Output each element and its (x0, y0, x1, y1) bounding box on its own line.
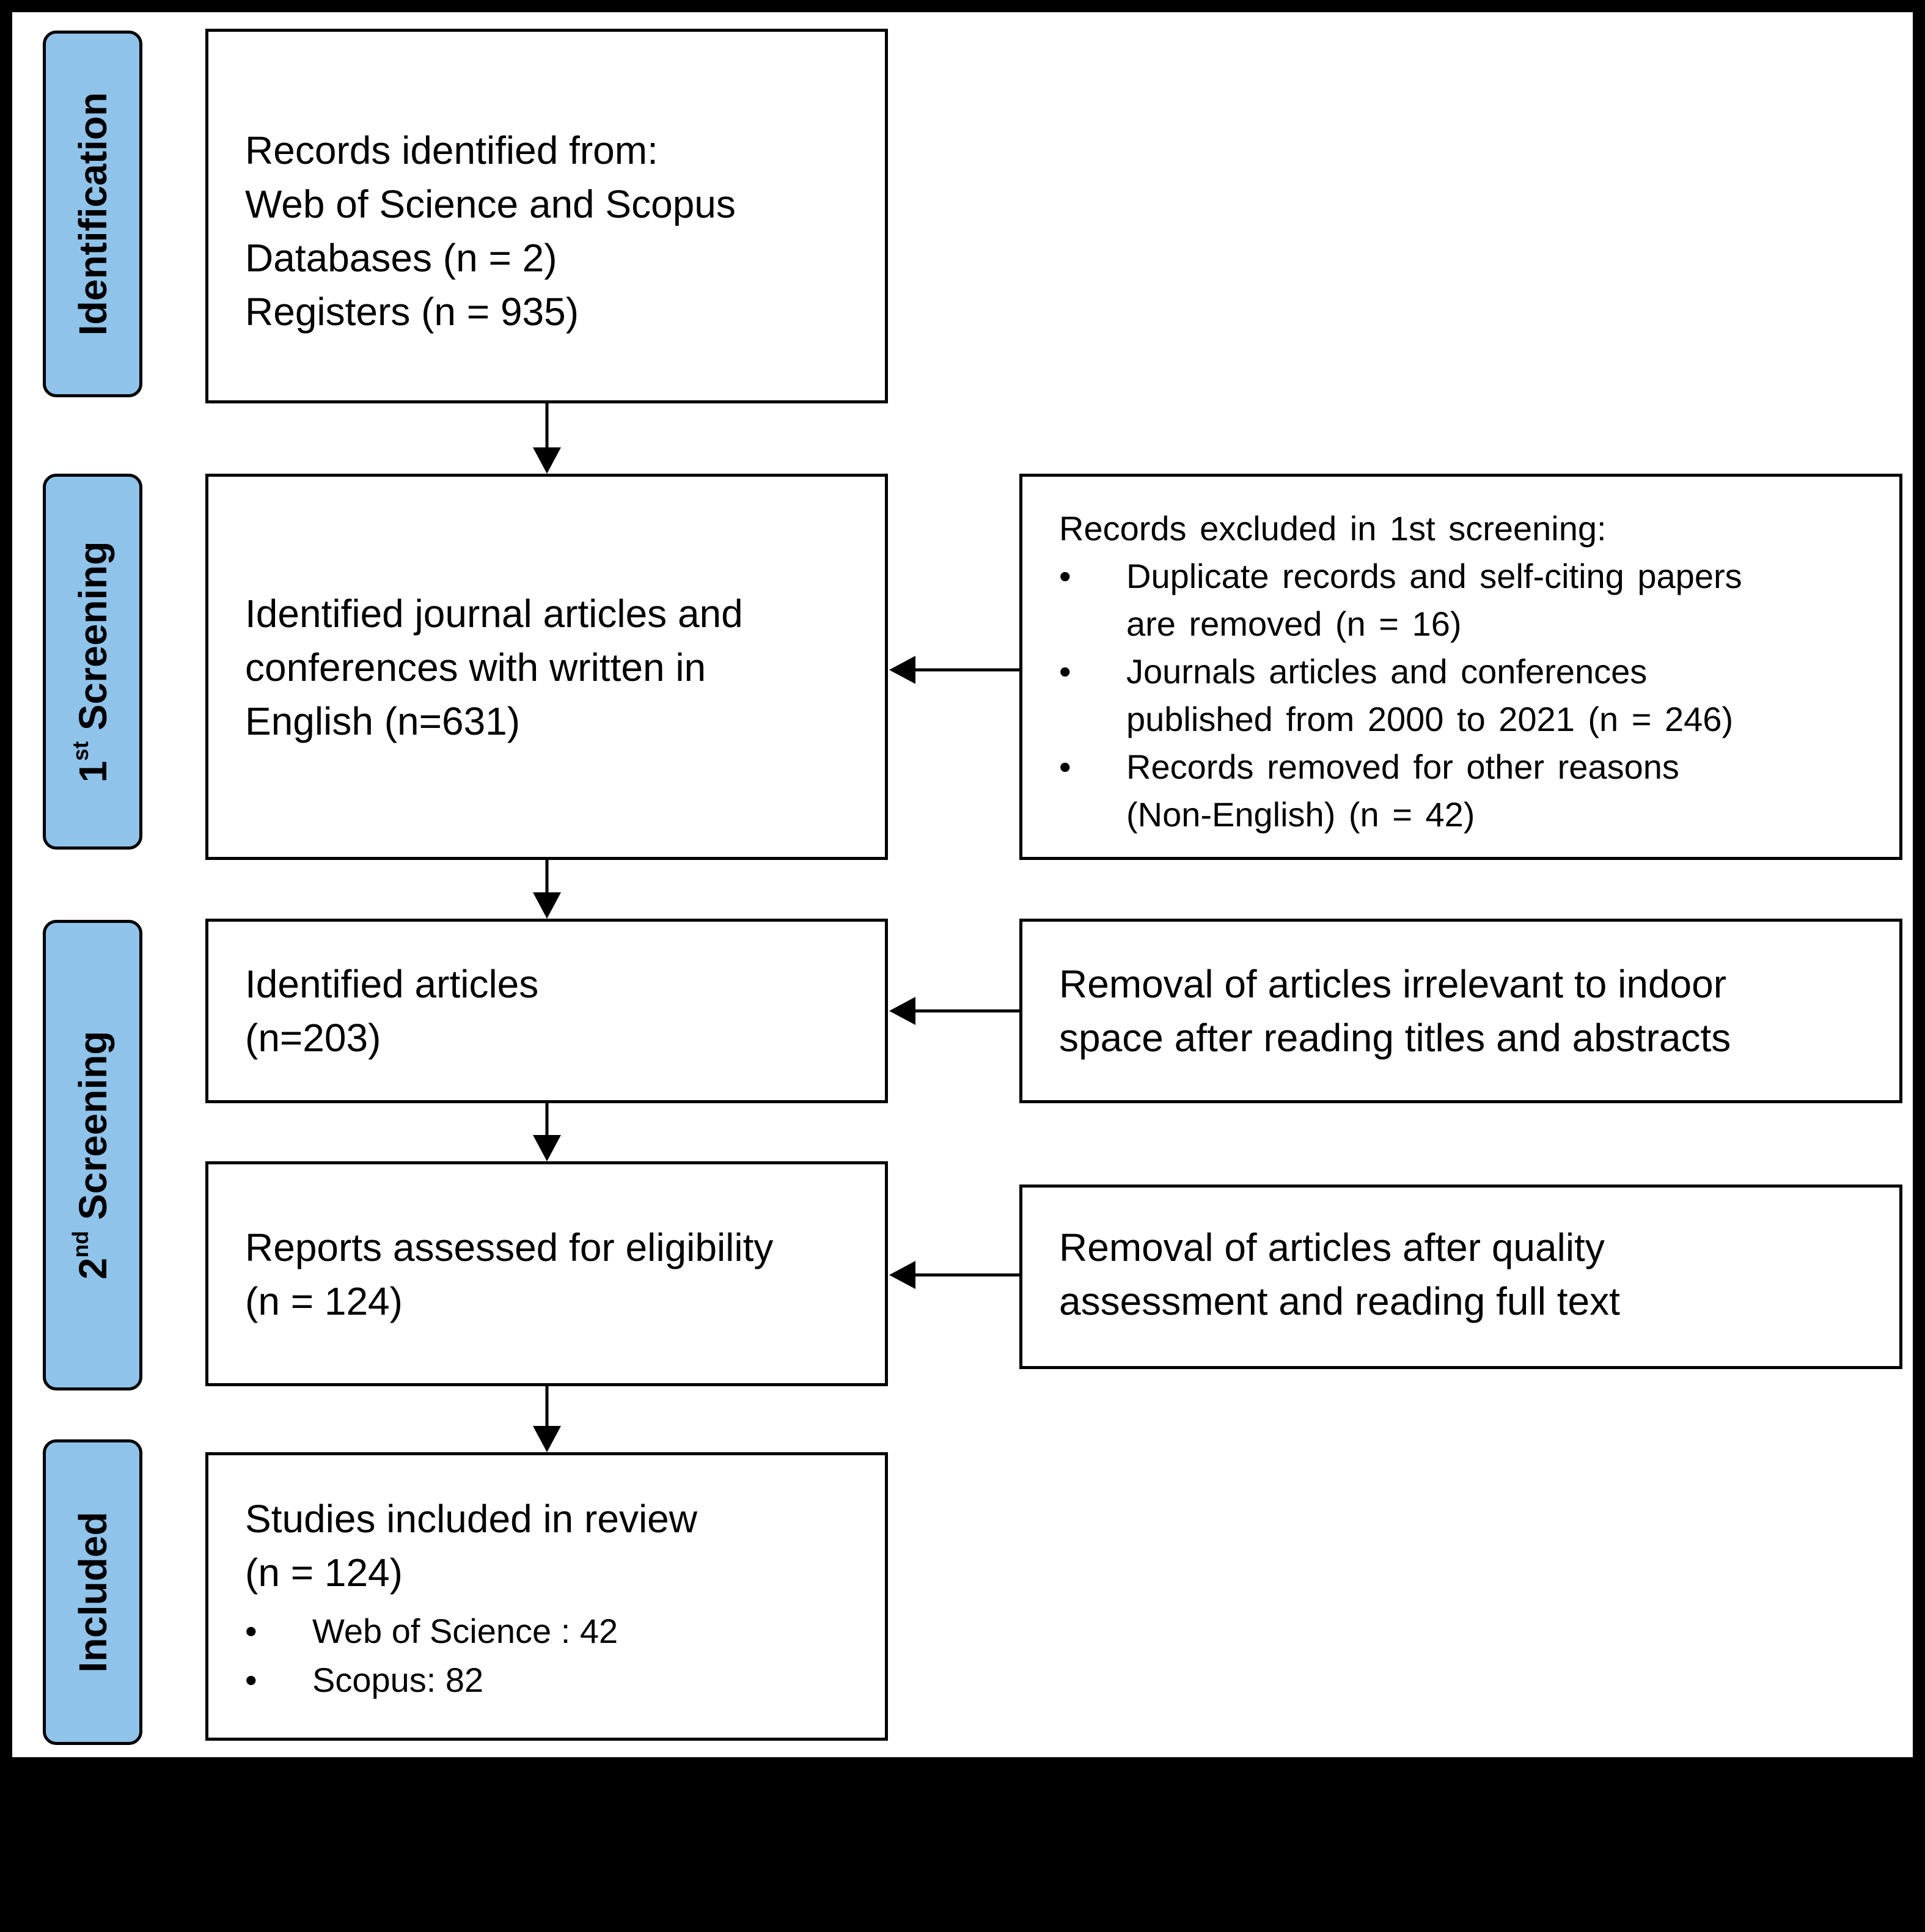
identification-line: Web of Science and Scopus (245, 182, 736, 226)
exclusion-item: • Journals articles and conferences publ… (1059, 648, 1742, 743)
included-source-list: • Web of Science : 42 • Scopus: 82 (245, 1607, 618, 1705)
stage-second-screening: 2nd Screening (43, 920, 142, 1390)
stage-label-included: Included (70, 1511, 115, 1673)
arrow-left-exclusion-titles-abstracts (889, 997, 1019, 1025)
exclusion-full-text-text: Removal of articles after quality assess… (1059, 1221, 1620, 1328)
exclusion-full-text-box: Removal of articles after quality assess… (1019, 1185, 1902, 1369)
identified-articles-line: Identified articles (245, 962, 539, 1006)
included-source-label: Scopus: 82 (312, 1661, 484, 1699)
identification-text: Records identified from: Web of Science … (245, 123, 736, 339)
bullet-icon: • (1059, 747, 1071, 786)
arrow-left-exclusion-full-text (889, 1261, 1019, 1289)
identification-box: Records identified from: Web of Science … (205, 29, 888, 403)
exclusion-item: • Records removed for other reasons (Non… (1059, 743, 1742, 839)
first-screening-line: English (n=631) (245, 699, 521, 743)
identified-articles-box: Identified articles (n=203) (205, 919, 888, 1103)
included-source-item: • Scopus: 82 (245, 1656, 618, 1705)
identification-line: Registers (n = 935) (245, 290, 579, 334)
exclusion-titles-abstracts-line: space after reading titles and abstracts (1059, 1016, 1731, 1060)
bullet-icon: • (245, 1661, 257, 1699)
exclusion-titles-abstracts-text: Removal of articles irrelevant to indoor… (1059, 957, 1731, 1065)
exclusion-item-line: Records removed for other reasons (1126, 747, 1679, 786)
exclusion-first-screening-box: Records excluded in 1st screening: • Dup… (1019, 474, 1902, 860)
first-screening-line: conferences with written in (245, 645, 706, 689)
eligibility-line: Reports assessed for eligibility (245, 1225, 774, 1269)
included-text: Studies included in review (n = 124) (245, 1492, 697, 1600)
identified-articles-line: (n=203) (245, 1016, 381, 1060)
stage-label-second-screening: 2nd Screening (67, 1030, 115, 1280)
exclusion-first-screening-list: • Duplicate records and self-citing pape… (1059, 553, 1742, 839)
exclusion-item-line: Duplicate records and self-citing papers (1126, 557, 1742, 595)
exclusion-titles-abstracts-line: Removal of articles irrelevant to indoor (1059, 962, 1727, 1006)
stage-identification: Identification (43, 31, 142, 397)
arrow-down-identified-articles-to-eligibility (533, 1103, 561, 1161)
prisma-flow-diagram: Identification 1st Screening 2nd Screeni… (12, 12, 1913, 1757)
exclusion-item-line: published from 2000 to 2021 (n = 246) (1126, 700, 1734, 738)
stage-first-screening: 1st Screening (43, 474, 142, 850)
bullet-icon: • (1059, 652, 1071, 691)
first-screening-box: Identified journal articles and conferen… (205, 474, 888, 860)
eligibility-line: (n = 124) (245, 1279, 403, 1323)
arrow-down-eligibility-to-included (533, 1386, 561, 1452)
included-box: Studies included in review (n = 124) • W… (205, 1452, 888, 1741)
stage-label-first-screening: 1st Screening (67, 541, 115, 782)
arrow-down-identification-to-first-screening (533, 403, 561, 474)
exclusion-first-screening-title: Records excluded in 1st screening: (1059, 509, 1607, 548)
first-screening-line: Identified journal articles and (245, 592, 743, 636)
eligibility-text: Reports assessed for eligibility (n = 12… (245, 1221, 773, 1328)
exclusion-item-line: Journals articles and conferences (1126, 652, 1648, 691)
eligibility-box: Reports assessed for eligibility (n = 12… (205, 1161, 888, 1386)
exclusion-titles-abstracts-box: Removal of articles irrelevant to indoor… (1019, 919, 1902, 1103)
included-source-item: • Web of Science : 42 (245, 1607, 618, 1656)
exclusion-full-text-line: Removal of articles after quality (1059, 1225, 1605, 1269)
identified-articles-text: Identified articles (n=203) (245, 957, 538, 1065)
included-line: Studies included in review (245, 1497, 697, 1541)
exclusion-item: • Duplicate records and self-citing pape… (1059, 553, 1742, 648)
identification-line: Databases (n = 2) (245, 236, 557, 280)
exclusion-full-text-line: assessment and reading full text (1059, 1279, 1620, 1323)
bullet-icon: • (245, 1612, 257, 1650)
bullet-icon: • (1059, 557, 1071, 595)
exclusion-item-line: (Non-English) (n = 42) (1126, 795, 1475, 834)
identification-line: Records identified from: (245, 128, 658, 172)
first-screening-text: Identified journal articles and conferen… (245, 587, 743, 748)
exclusion-item-line: are removed (n = 16) (1126, 604, 1462, 643)
included-source-label: Web of Science : 42 (312, 1612, 618, 1650)
stage-label-identification: Identification (70, 92, 115, 336)
arrow-left-exclusion-first-screening (889, 656, 1019, 684)
stage-included: Included (43, 1439, 142, 1745)
included-line: (n = 124) (245, 1551, 403, 1595)
arrow-down-first-screening-to-identified-articles (533, 860, 561, 919)
